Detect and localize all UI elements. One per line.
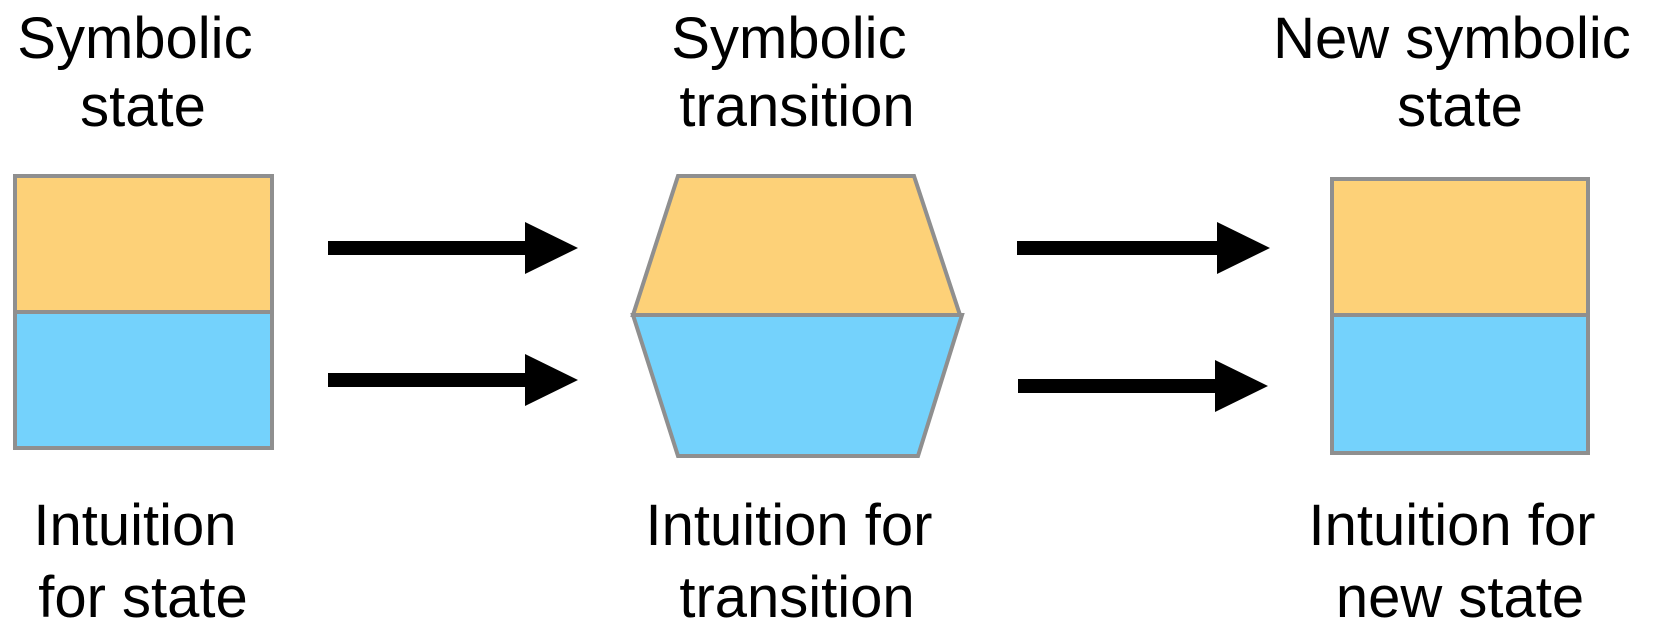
node-new-state: New symbolic state Intuition for new sta…	[1273, 6, 1647, 630]
state-top-label-line-1: Symbolic	[17, 6, 252, 71]
arrow-symbolic-1-head	[525, 222, 578, 274]
transition-bottom-label: Intuition for transition	[645, 493, 948, 630]
new-state-bottom-label-line-1: Intuition for	[1308, 493, 1595, 558]
new-state-bottom-label-line-2: new state	[1336, 565, 1584, 630]
new-state-top-label-line-2: state	[1397, 74, 1523, 139]
state-top-label-line-2: state	[80, 74, 206, 139]
arrow-symbolic-2-head	[1217, 222, 1270, 274]
transition-top-label: Symbolic transition	[671, 6, 922, 139]
state-symbolic-block	[13, 174, 274, 314]
state-bottom-label-line-1: Intuition	[33, 493, 236, 558]
transition-intuition-block	[630, 313, 965, 458]
new-state-top-label-line-1: New symbolic	[1273, 6, 1631, 71]
arrow-symbolic-1	[328, 222, 578, 274]
new-state-symbolic-block	[1330, 177, 1590, 317]
transition-bottom-label-line-1: Intuition for	[645, 493, 932, 558]
arrow-intuition-2	[1018, 360, 1268, 412]
state-intuition-block	[13, 310, 274, 450]
node-state: Symbolic state Intuition for state	[13, 6, 274, 630]
arrow-intuition-2-head	[1215, 360, 1268, 412]
new-state-top-label: New symbolic state	[1273, 6, 1647, 139]
arrow-intuition-1-head	[525, 354, 578, 406]
arrow-symbolic-2	[1017, 222, 1270, 274]
state-top-label: Symbolic state	[17, 6, 268, 139]
transition-top-label-line-1: Symbolic	[671, 6, 906, 71]
edges-transition-to-new-state	[1017, 222, 1270, 412]
state-bottom-label-line-2: for state	[38, 565, 248, 630]
state-bottom-label: Intuition for state	[33, 493, 252, 630]
transition-bottom-label-line-2: transition	[679, 565, 914, 630]
transition-symbolic-block	[630, 174, 963, 317]
new-state-bottom-label: Intuition for new state	[1308, 493, 1611, 630]
node-transition: Symbolic transition Intuition for transi…	[630, 6, 965, 630]
transition-top-label-line-2: transition	[679, 74, 914, 139]
edges-state-to-transition	[328, 222, 578, 406]
arrow-intuition-1	[328, 354, 578, 406]
new-state-intuition-block	[1330, 313, 1590, 455]
